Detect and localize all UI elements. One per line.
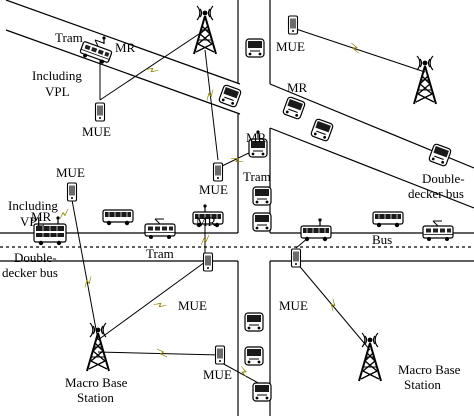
tram-icon [217,83,243,109]
tram-label: Tram [243,169,271,184]
mr-label: MR [196,214,217,229]
including-vpl-label: VPL [45,84,70,99]
bus-icon [309,117,335,143]
double-decker-icon [427,142,453,168]
lightning-icon [153,298,167,312]
macro-bs-label: Macro Base [398,362,461,377]
mr-label: MR [246,130,267,145]
link [97,261,206,341]
link [219,361,263,386]
link [99,29,206,101]
bus-icon [372,211,404,228]
macro-bs-label: Station [77,390,114,405]
double-decker-label: Double- [14,250,57,265]
bus-icon [244,312,264,332]
double-decker-label: decker bus [408,186,464,201]
bus-icon [252,186,272,206]
mr-antenna-icon [317,217,323,227]
mue-label: MUE [279,298,308,313]
bus-icon [102,209,134,226]
tram-icon [78,35,115,67]
link [204,49,219,161]
phone-icon [94,102,106,122]
link [71,199,99,341]
tower-icon [413,55,437,105]
macro-bs-label: Macro Base [65,375,128,390]
phone-icon [214,345,226,365]
phone-icon [66,182,78,202]
road-edge [269,127,474,209]
lightning-icon [348,42,362,54]
tram-label: Tram [146,246,174,261]
tower-icon [193,5,217,55]
mr-label: MR [287,80,308,95]
lightning-icon [230,154,244,166]
macro-bs-label: Station [404,377,441,392]
mue-label: MUE [178,298,207,313]
mue-label: MUE [82,124,111,139]
phone-icon [290,248,302,268]
road-edge [5,0,241,85]
tram-icon [252,382,272,402]
link [97,351,221,356]
tram-icon [245,38,265,58]
phone-icon [202,252,214,272]
tram-label: Tram [55,30,83,45]
mr-label: MR [31,209,52,224]
tram-icon [422,220,454,242]
road-edge [5,29,241,115]
mr-label: MR [115,40,136,55]
bus-icon [244,346,264,366]
mue-label: MUE [56,165,85,180]
mr-antenna-icon [55,215,61,225]
including-vpl-label: Including [8,198,58,213]
labels: Tram MR Including VPL MUE MUE MR MR MUE … [2,30,465,405]
tower-icon [86,322,110,372]
tram-icon [144,218,176,240]
mue-label: MUE [203,367,232,382]
including-vpl-label: Including [32,68,82,83]
including-vpl-label: VPL [20,214,45,229]
link [295,261,371,351]
tram-icon [281,95,307,121]
double-decker-label: decker bus [2,265,58,280]
bus-icon [252,212,272,232]
communication-links [71,27,426,386]
lightning-icon [59,208,69,220]
phone-icon [212,162,224,182]
mue-label: MUE [276,39,305,54]
phone-icon [287,15,299,35]
link [292,27,426,73]
lightning-icon [237,366,251,378]
double-decker-label: Double- [422,171,465,186]
mue-label: MUE [199,182,228,197]
mr-antenna-icon [202,203,208,213]
bus-icon [300,225,332,242]
bus-label: Bus [372,232,392,247]
